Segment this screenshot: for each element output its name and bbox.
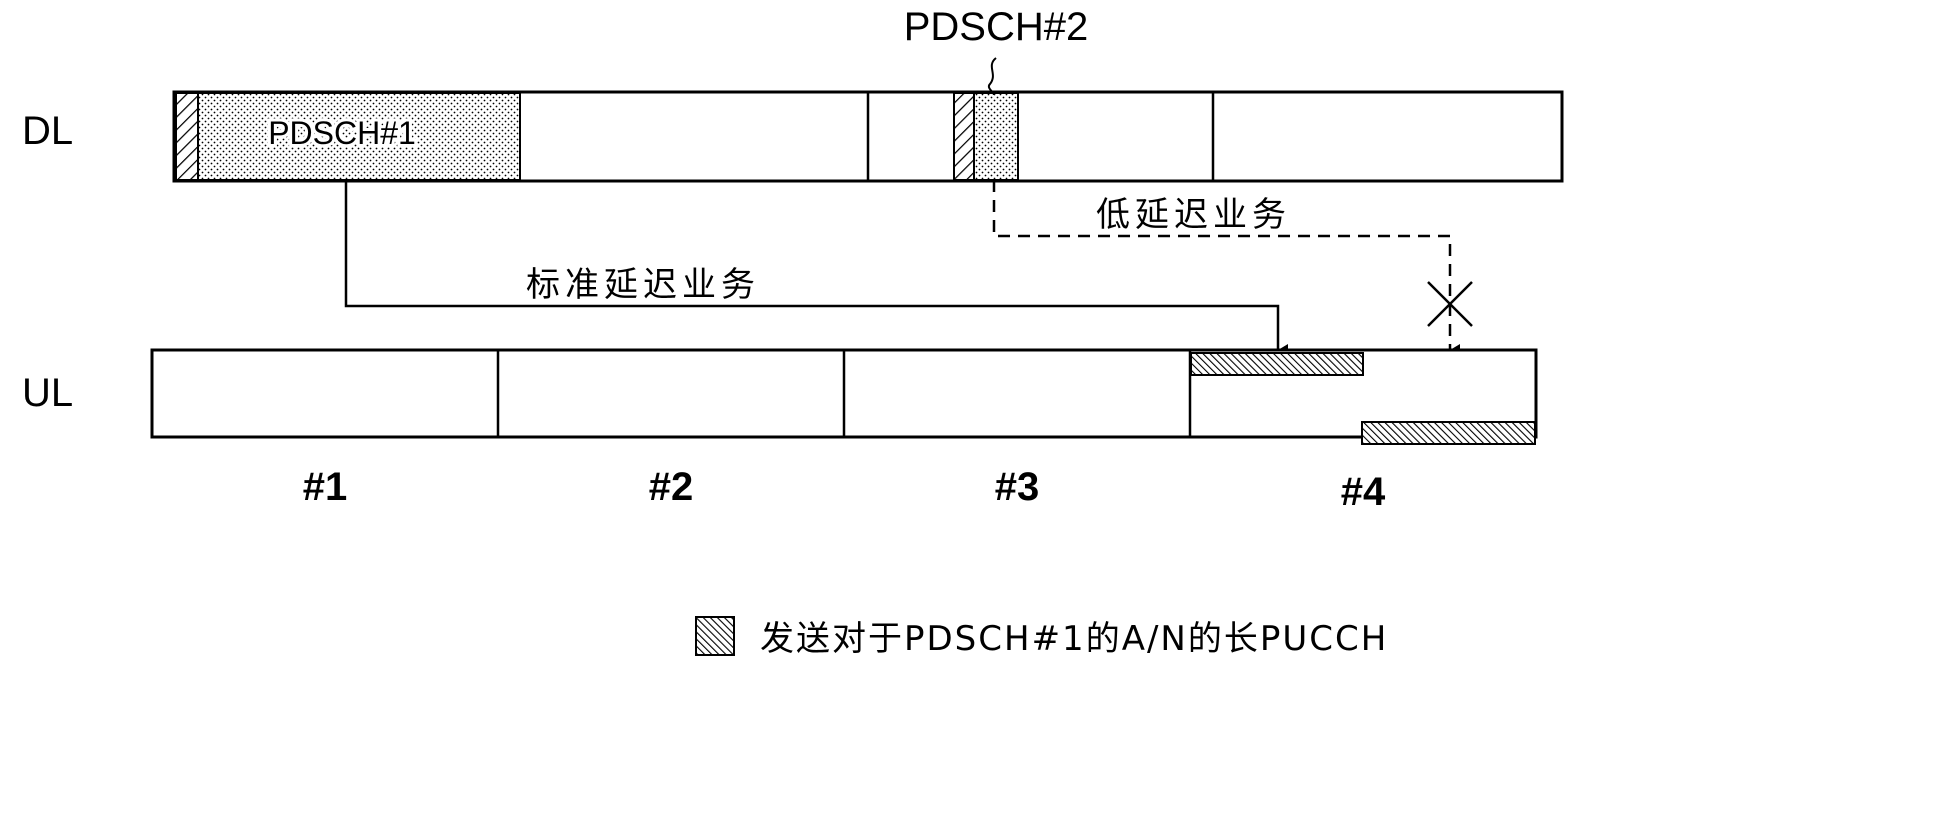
dl-bar: PDSCH#1 — [172, 90, 1564, 183]
blocked-cross-icon — [1427, 281, 1473, 327]
low-latency-label: 低延迟业务 — [1096, 195, 1291, 235]
dl-row-label: DL — [22, 109, 73, 153]
slot-label-2: #2 — [649, 465, 694, 509]
legend-text: 发送对于PDSCH#1的A/N的长PUCCH — [760, 619, 1388, 659]
pdsch2-leader — [987, 57, 997, 96]
long-pucch-block-1 — [1190, 352, 1364, 376]
ul-row-label: UL — [22, 371, 73, 415]
low-latency-arrow — [992, 180, 1460, 356]
slot-label-4: #4 — [1341, 470, 1386, 514]
ul-bar — [150, 348, 1538, 445]
legend-swatch — [695, 616, 735, 656]
long-pucch-block-2 — [1361, 421, 1536, 445]
dl-control-region-1 — [175, 92, 199, 181]
legend: 发送对于PDSCH#1的A/N的长PUCCH — [695, 616, 1388, 659]
standard-latency-label: 标准延迟业务 — [526, 265, 760, 305]
slot-label-3: #3 — [995, 465, 1040, 509]
pdsch2-label: PDSCH#2 — [904, 5, 1089, 49]
standard-latency-arrow — [344, 180, 1288, 356]
dl-control-region-2 — [953, 92, 975, 181]
pdsch2-region — [973, 92, 1019, 181]
slot-label-1: #1 — [303, 465, 348, 509]
pdsch1-region — [197, 92, 521, 181]
pdsch1-label: PDSCH#1 — [268, 115, 416, 151]
